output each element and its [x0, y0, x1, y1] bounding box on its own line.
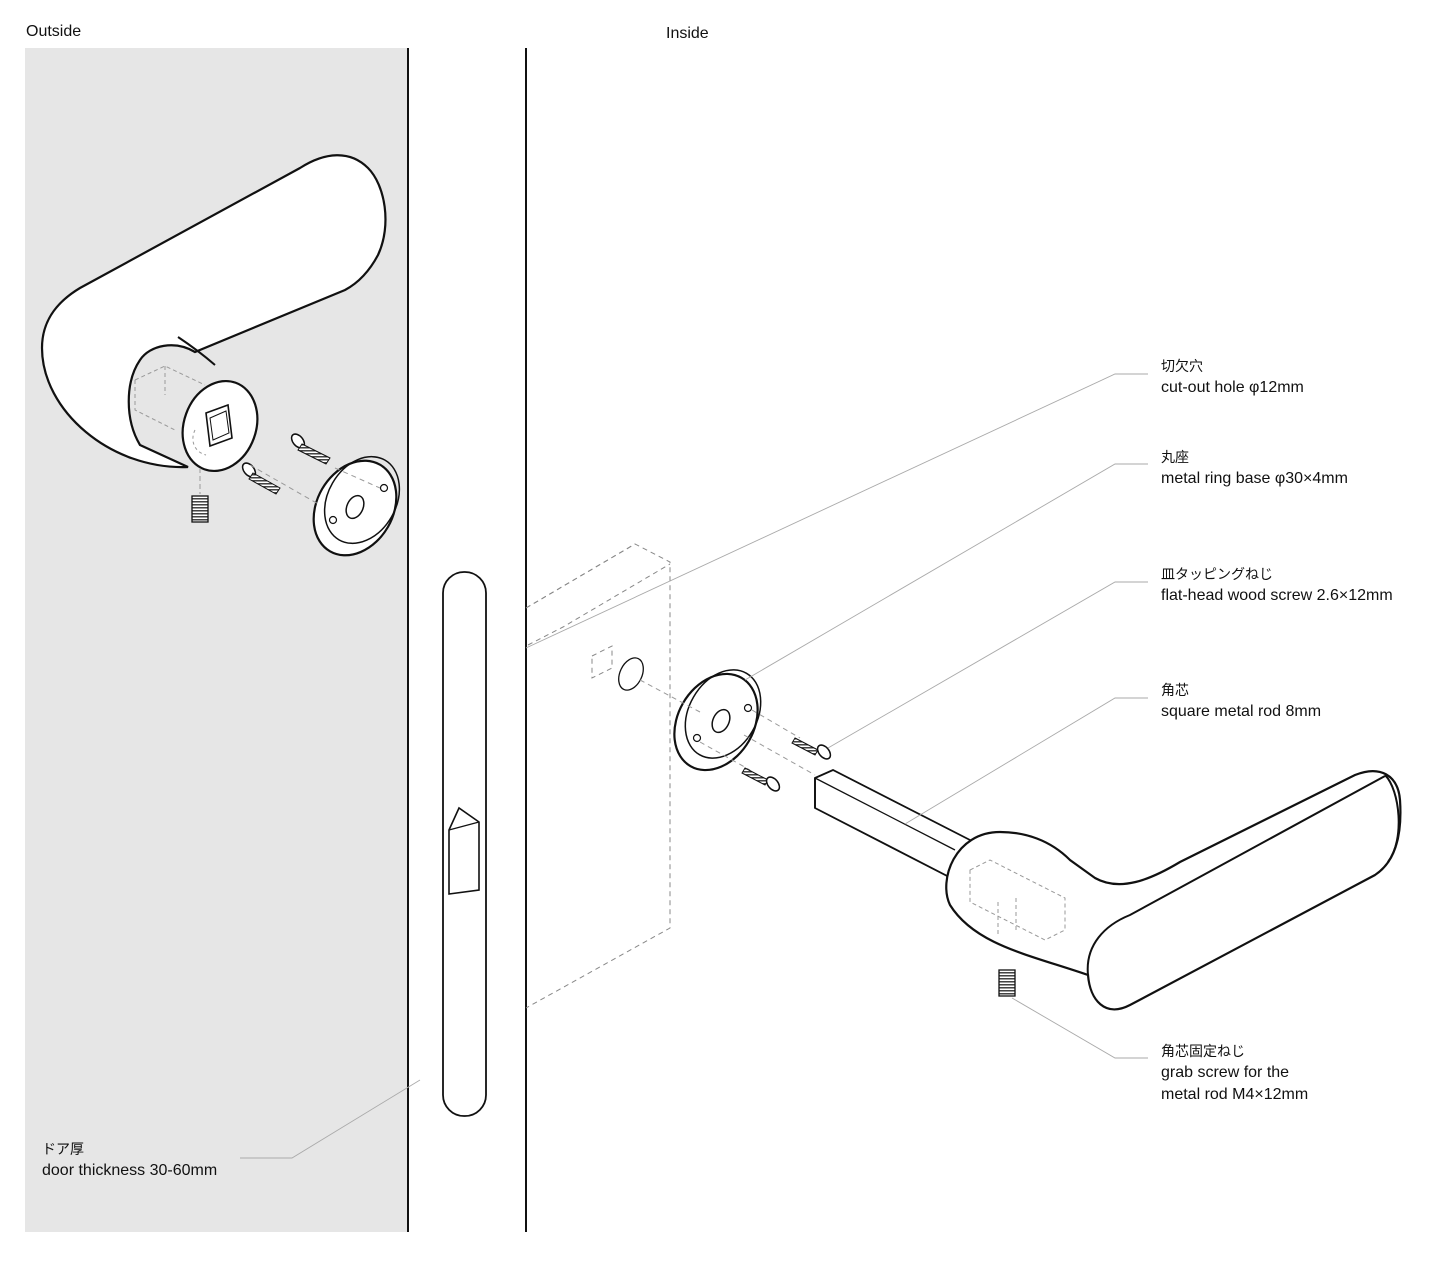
- inside-assembly-axes: [639, 679, 816, 776]
- outside-label: Outside: [26, 23, 82, 40]
- wood-screw-label-jp: 皿タッピングねじ: [1161, 566, 1273, 582]
- square-metal-rod: [814, 769, 972, 882]
- square-rod-label: square metal rod 8mm: [1161, 703, 1322, 720]
- inside-wood-screw-upper: [791, 737, 832, 760]
- inside-lever-handle: [945, 770, 1402, 1011]
- cut-out-hole-label: cut-out hole φ12mm: [1161, 379, 1304, 396]
- inside-wood-screw-lower: [741, 767, 781, 792]
- cut-out-hole-label-jp: 切欠穴: [1161, 358, 1203, 374]
- door-thickness-label: door thickness 30-60mm: [42, 1162, 218, 1179]
- ring-base-label-jp: 丸座: [1161, 449, 1189, 465]
- grab-screw-label-line2: metal rod M4×12mm: [1161, 1086, 1309, 1103]
- outside-wood-screw-upper: [290, 433, 331, 465]
- cut-out-hole: [618, 657, 644, 691]
- grab-screw-label-line1: grab screw for the: [1161, 1064, 1290, 1081]
- inside-ring-base: [673, 669, 762, 772]
- inside-grab-screw: [998, 969, 1016, 997]
- inside-label: Inside: [666, 25, 709, 42]
- outside-ring-base: [312, 455, 401, 557]
- outside-grab-screw: [191, 495, 209, 523]
- door-thickness-label-jp: ドア厚: [42, 1141, 84, 1157]
- ring-base-label: metal ring base φ30×4mm: [1161, 470, 1348, 487]
- outside-assembly-axes: [249, 464, 381, 506]
- square-rod-label-jp: 角芯: [1161, 682, 1189, 698]
- outside-lever-handle: [40, 154, 387, 473]
- latch-face-plate: [442, 571, 487, 1117]
- wood-screw-label: flat-head wood screw 2.6×12mm: [1161, 587, 1393, 604]
- mortise-lock-outline: [525, 543, 671, 1009]
- grab-screw-label-jp: 角芯固定ねじ: [1161, 1043, 1245, 1059]
- leader-lines: [240, 373, 1148, 1159]
